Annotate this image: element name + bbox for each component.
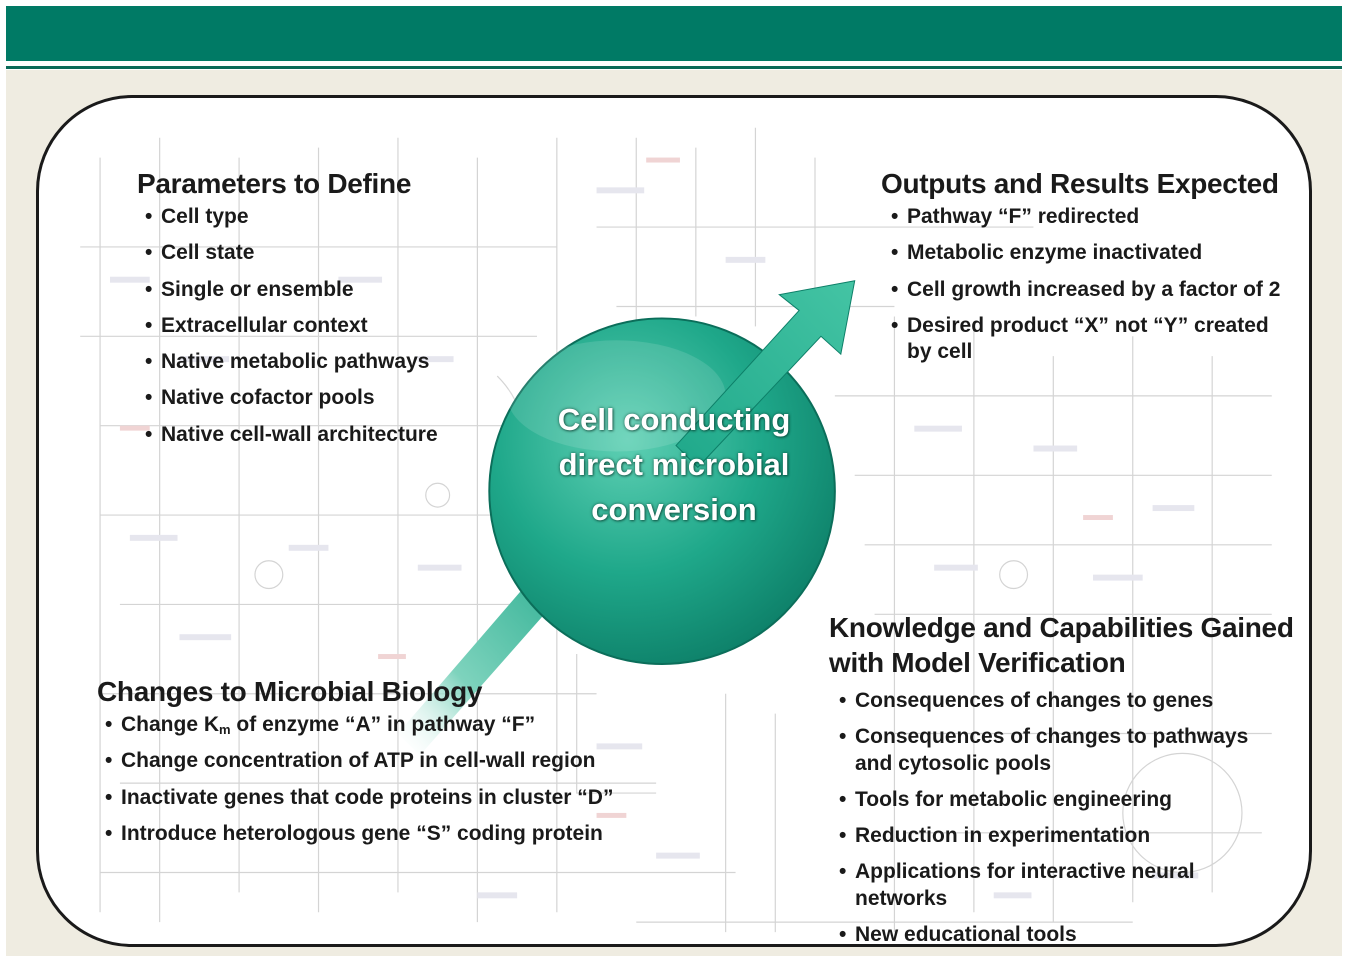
item-text: Change K — [121, 713, 220, 736]
list-item: Extracellular context — [145, 313, 505, 340]
diagram-card: Cell conducting direct microbial convers… — [36, 95, 1312, 947]
item-text: Inactivate genes that code proteins in c… — [121, 785, 614, 809]
item-text: Introduce heterologous gene “S” coding p… — [121, 821, 603, 845]
list-item: Cell state — [145, 240, 505, 267]
list-item: Native cell-wall architecture — [145, 422, 505, 449]
list-item: Native metabolic pathways — [145, 349, 505, 376]
outputs-heading: Outputs and Results Expected — [881, 168, 1279, 199]
output-arrow — [675, 280, 856, 469]
outputs-list: Pathway “F” redirected Metabolic enzyme … — [891, 204, 1281, 375]
changes-heading: Changes to Microbial Biology — [97, 676, 483, 707]
parameters-list: Cell type Cell state Single or ensemble … — [145, 204, 505, 458]
list-item: Pathway “F” redirected — [891, 204, 1281, 231]
header-bar — [6, 6, 1342, 61]
item-text: Change concentration of ATP in cell-wall… — [121, 749, 596, 773]
list-item: Inactivate genes that code proteins in c… — [105, 785, 625, 812]
pathway-labels-red — [119, 157, 1113, 818]
center-line-1: Cell conducting — [557, 402, 791, 437]
list-item: Single or ensemble — [145, 277, 505, 304]
center-line-2: direct microbial — [558, 446, 790, 482]
knowledge-list: Consequences of changes to genes Consequ… — [839, 688, 1289, 944]
list-item: Consequences of changes to genes — [839, 688, 1289, 715]
pathway-map-background — [80, 127, 1272, 933]
list-item: Tools for metabolic engineering — [839, 787, 1289, 814]
list-item: New educational tools — [839, 922, 1289, 944]
list-item: Native cofactor pools — [145, 385, 505, 412]
list-item: Desired product “X” not “Y” created by c… — [891, 313, 1281, 366]
list-item: Consequences of changes to pathways and … — [839, 724, 1289, 777]
knowledge-heading: Knowledge and Capabilities Gained with M… — [829, 612, 1294, 678]
list-item: Cell type — [145, 204, 505, 231]
list-item: Change Km of enzyme “A” in pathway “F” — [105, 712, 625, 739]
changes-list: Change Km of enzyme “A” in pathway “F” C… — [105, 712, 625, 857]
list-item: Introduce heterologous gene “S” coding p… — [105, 821, 625, 848]
list-item: Cell growth increased by a factor of 2 — [891, 277, 1281, 304]
center-caption: Cell conducting direct microbial convers… — [509, 398, 839, 533]
parameters-heading: Parameters to Define — [137, 168, 412, 199]
list-item: Applications for interactive neural netw… — [839, 859, 1289, 912]
list-item: Metabolic enzyme inactivated — [891, 240, 1281, 267]
item-text: of enzyme “A” in pathway “F” — [230, 713, 536, 736]
list-item: Reduction in experimentation — [839, 823, 1289, 850]
header-rule — [6, 66, 1342, 69]
list-item: Change concentration of ATP in cell-wall… — [105, 748, 625, 775]
subscript-m: m — [219, 722, 231, 737]
center-line-3: conversion — [591, 491, 757, 527]
